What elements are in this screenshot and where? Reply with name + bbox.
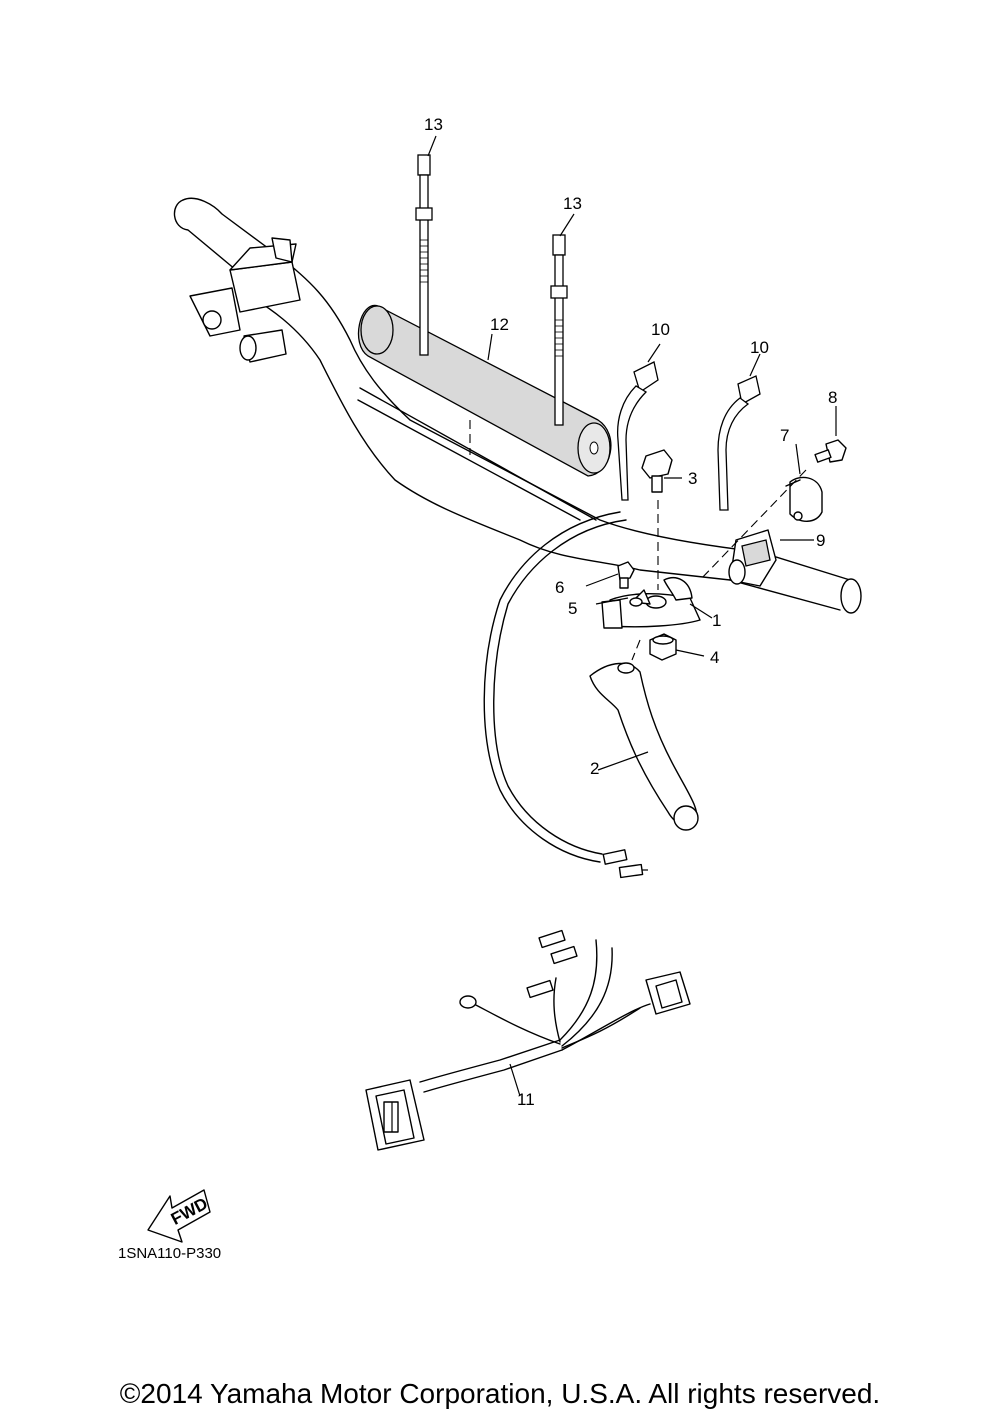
switch-assembly xyxy=(728,529,777,587)
handlebar xyxy=(173,197,862,614)
callout-2: 2 xyxy=(590,759,599,778)
callout-1: 1 xyxy=(712,611,721,630)
callout-6: 6 xyxy=(555,578,564,597)
callout-10a: 10 xyxy=(651,320,670,339)
callout-10b: 10 xyxy=(750,338,769,357)
handlebar-pad xyxy=(357,304,612,477)
washer xyxy=(629,597,643,607)
cable-tie-left xyxy=(415,154,433,356)
switch-cable-connectors xyxy=(602,849,648,879)
callout-9: 9 xyxy=(816,531,825,550)
bolt xyxy=(641,449,673,590)
clamp-screw xyxy=(814,439,847,463)
lever-holder xyxy=(601,577,701,629)
callout-3: 3 xyxy=(688,469,697,488)
callout-7: 7 xyxy=(780,426,789,445)
screw xyxy=(617,561,635,589)
callout-13a: 13 xyxy=(424,115,443,134)
nut xyxy=(649,633,677,661)
callout-5: 5 xyxy=(568,599,577,618)
wire-harness xyxy=(365,929,691,1151)
copyright-notice: ©2014 Yamaha Motor Corporation, U.S.A. A… xyxy=(119,1378,881,1409)
drawing-code: 1SNA110-P330 xyxy=(118,1245,222,1262)
band-right xyxy=(717,375,761,511)
callout-4: 4 xyxy=(710,648,719,667)
callout-numbers: 1 2 3 4 5 6 7 8 9 10 10 11 12 13 13 xyxy=(424,115,837,1109)
cable-tie-right xyxy=(550,234,568,426)
callout-12: 12 xyxy=(490,315,509,334)
callout-leaders xyxy=(427,135,837,1097)
callout-11: 11 xyxy=(517,1090,535,1109)
band-left xyxy=(616,361,659,501)
fwd-arrow-icon: FWD xyxy=(147,1189,211,1243)
callout-8: 8 xyxy=(828,388,837,407)
callout-13b: 13 xyxy=(563,194,582,213)
clutch-lever xyxy=(589,639,699,831)
switch-clamp xyxy=(785,476,823,522)
